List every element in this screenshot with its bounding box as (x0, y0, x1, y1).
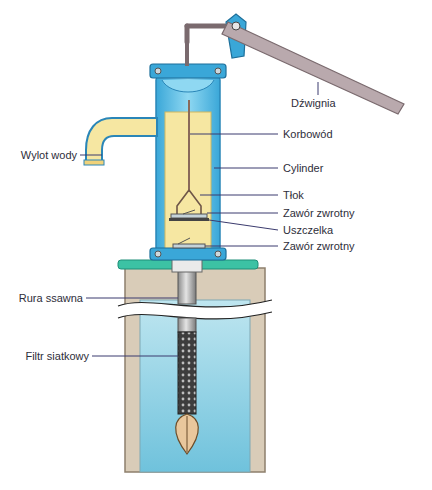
part-label: Tłok (282, 189, 305, 202)
part-label: Wylot wody (20, 149, 78, 162)
part-label: Filtr siatkowy (24, 350, 90, 363)
part-label: Zawór zwrotny (282, 240, 356, 253)
part-label: Uszczelka (282, 224, 334, 237)
part-label: Korbowód (282, 128, 334, 141)
part-label: Dźwignia (290, 97, 337, 110)
part-label: Cylinder (282, 162, 324, 175)
part-label: Rura ssawna (18, 292, 84, 305)
part-label: Zawór zwrotny (282, 207, 356, 220)
